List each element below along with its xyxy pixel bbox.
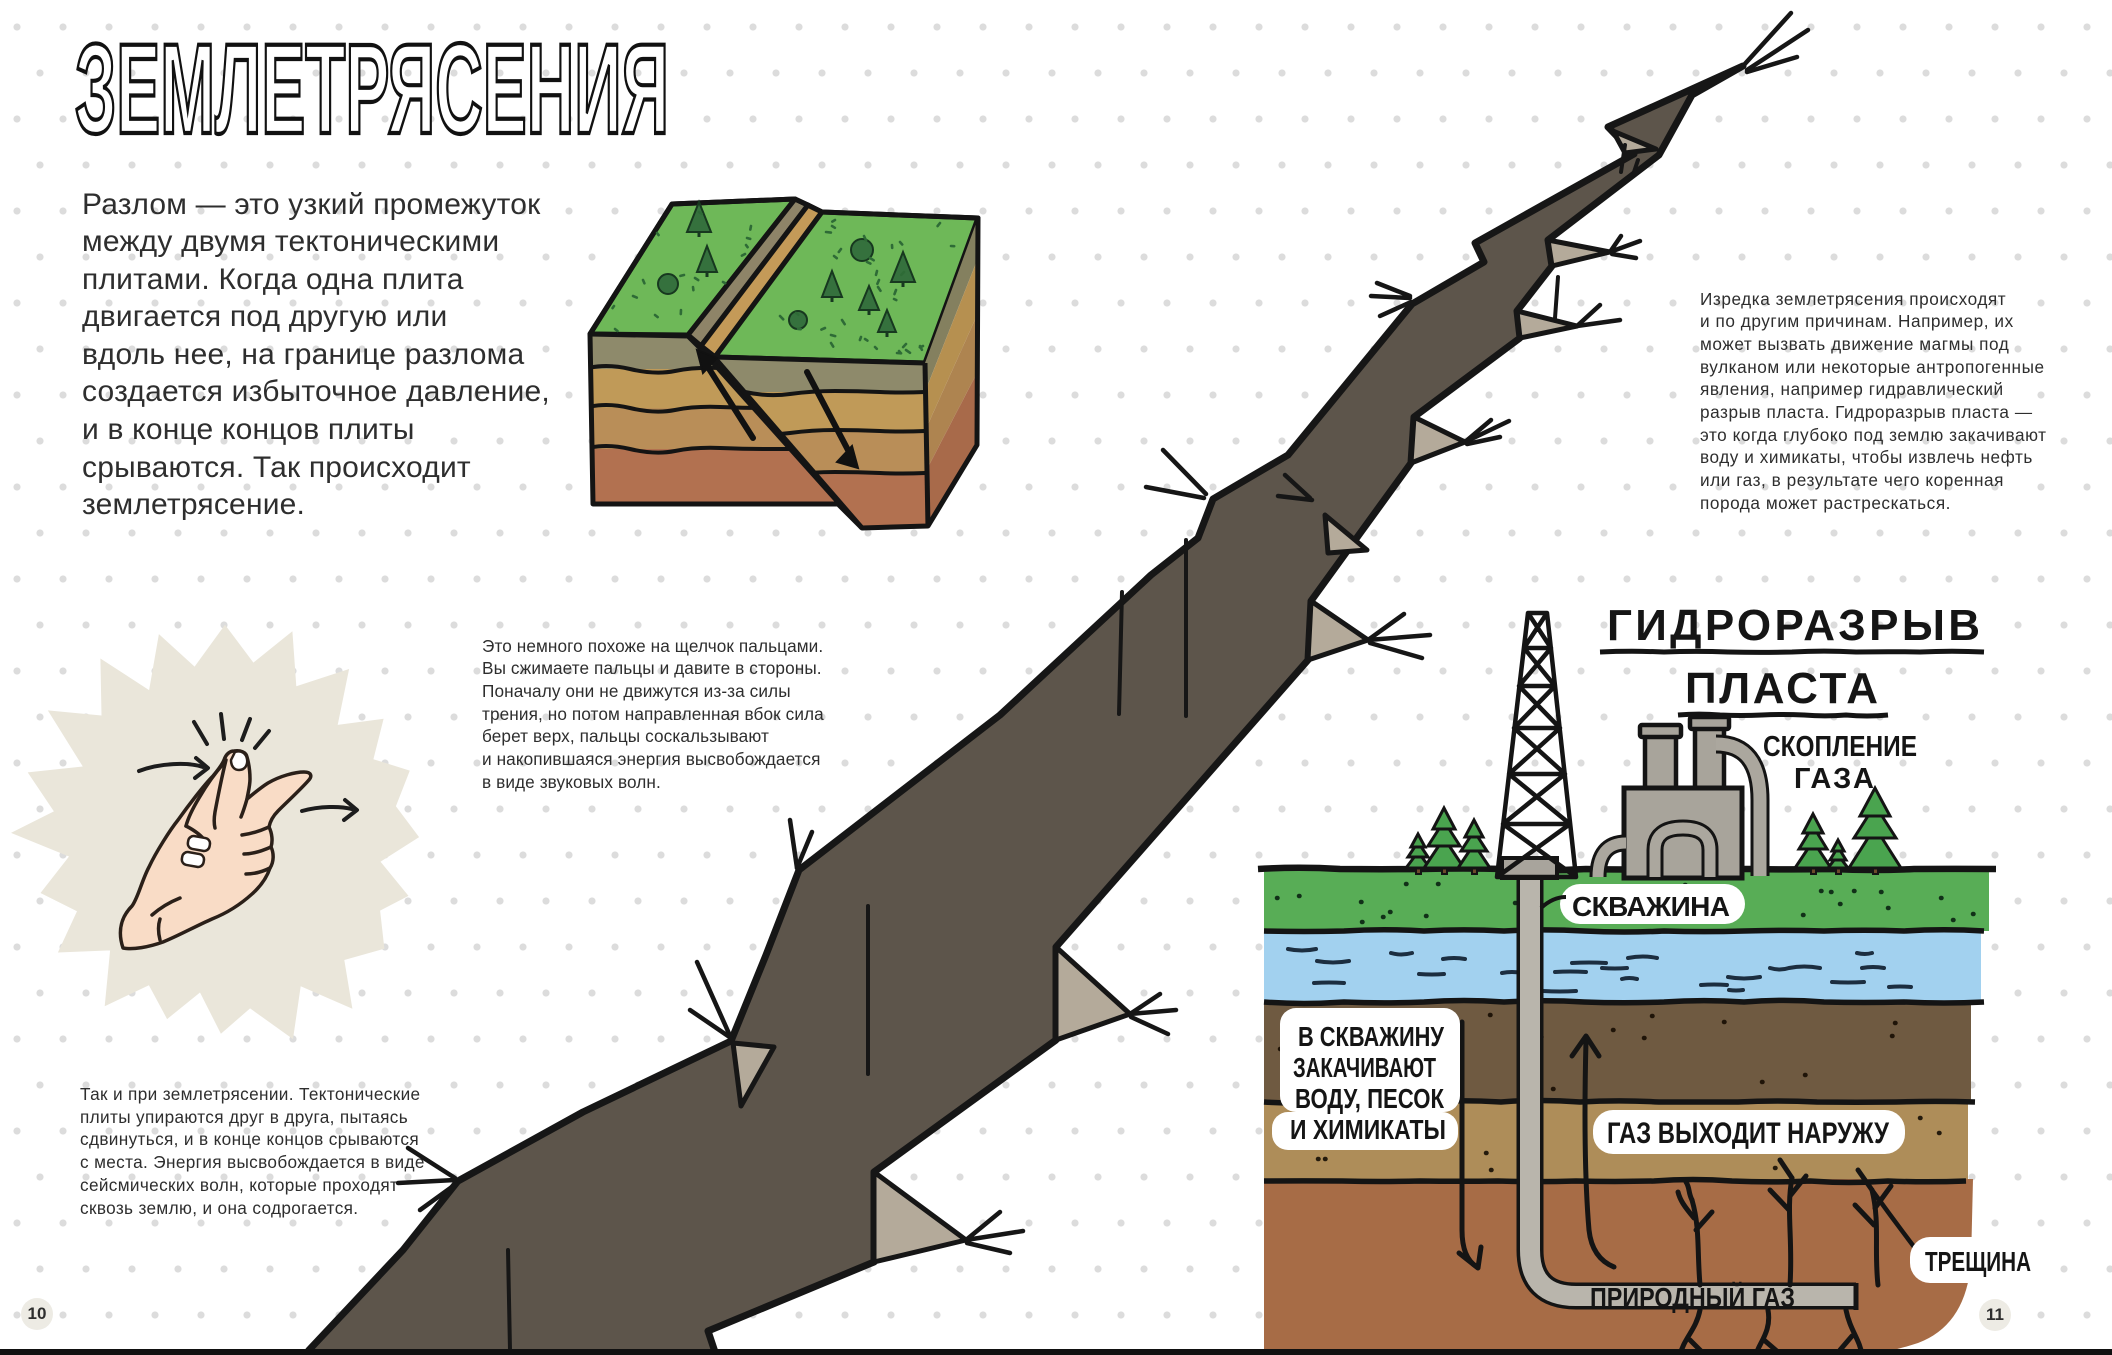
svg-text:ЗАКАЧИВАЮТ: ЗАКАЧИВАЮТ xyxy=(1293,1052,1436,1083)
svg-text:ЗЕМЛЕТРЯСЕНИЯ: ЗЕМЛЕТРЯСЕНИЯ xyxy=(75,18,669,161)
svg-text:ПЛАСТА: ПЛАСТА xyxy=(1685,664,1878,713)
svg-text:СКВАЖИНА: СКВАЖИНА xyxy=(1572,891,1730,922)
svg-text:ВОДУ, ПЕСОК: ВОДУ, ПЕСОК xyxy=(1295,1083,1445,1114)
svg-text:ТРЕЩИНА: ТРЕЩИНА xyxy=(1925,1246,2031,1277)
svg-text:ГИДРОРАЗРЫВ: ГИДРОРАЗРЫВ xyxy=(1607,601,1980,650)
svg-text:ГАЗ ВЫХОДИТ НАРУЖУ: ГАЗ ВЫХОДИТ НАРУЖУ xyxy=(1607,1117,1889,1150)
svg-text:В СКВАЖИНУ: В СКВАЖИНУ xyxy=(1298,1021,1444,1052)
svg-text:ГАЗА: ГАЗА xyxy=(1794,763,1874,795)
svg-text:И ХИМИКАТЫ: И ХИМИКАТЫ xyxy=(1290,1114,1446,1145)
svg-text:СКОПЛЕНИЕ: СКОПЛЕНИЕ xyxy=(1763,731,1917,763)
svg-text:ПРИРОДНЫЙ ГАЗ: ПРИРОДНЫЙ ГАЗ xyxy=(1590,1281,1795,1313)
